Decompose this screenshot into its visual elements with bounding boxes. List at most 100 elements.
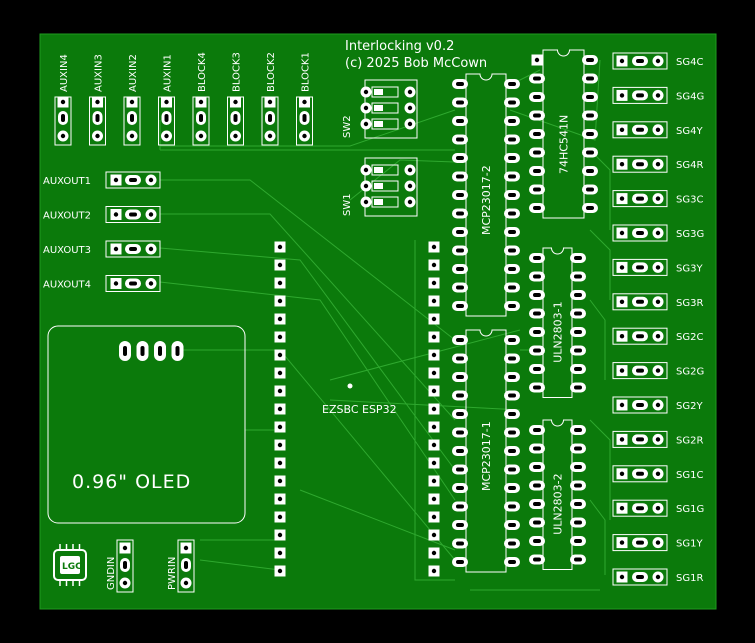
pin-right-hole bbox=[508, 156, 516, 160]
switch-slot bbox=[371, 196, 399, 208]
oled-pin-hole bbox=[158, 346, 162, 356]
pad-1-hole bbox=[60, 99, 66, 105]
switch-slot bbox=[371, 102, 399, 114]
connector-outline bbox=[612, 396, 668, 414]
pin-right-hole bbox=[508, 375, 516, 379]
pin-right-hole bbox=[586, 95, 594, 99]
pin-left-hole bbox=[533, 311, 541, 316]
connector-block2: BLOCK2 bbox=[261, 52, 279, 146]
pad-1-hole bbox=[619, 574, 625, 580]
chip-74hc541n: 74HC541N bbox=[529, 49, 598, 219]
pad-2-hole bbox=[636, 127, 644, 132]
connector-outline bbox=[116, 539, 134, 593]
pin-right-hole bbox=[574, 446, 582, 451]
chip-outline bbox=[465, 329, 507, 573]
pin-right-hole bbox=[508, 486, 516, 490]
logo-text: LGC bbox=[62, 562, 82, 572]
chip-outline bbox=[465, 73, 507, 317]
pin-right-hole bbox=[508, 356, 516, 361]
connector-label: SG2R bbox=[676, 435, 703, 446]
pad-2-hole bbox=[636, 265, 644, 270]
oled-outline bbox=[47, 325, 246, 524]
connector-outline bbox=[105, 206, 161, 223]
trace-15 bbox=[589, 419, 611, 520]
mcu-pin-right-hole bbox=[431, 460, 437, 466]
pad-3-hole bbox=[655, 58, 661, 64]
connector-label: BLOCK1 bbox=[301, 52, 312, 92]
pin-1-hole bbox=[534, 57, 540, 63]
pad-3-hole bbox=[95, 133, 100, 139]
mcu-pin-left-hole bbox=[277, 442, 283, 448]
pin-left-hole bbox=[533, 132, 541, 136]
connector-sg4r: SG4R bbox=[612, 155, 703, 173]
pad-2-hole bbox=[636, 368, 644, 373]
pin-right-hole bbox=[574, 557, 582, 562]
mcu-pin-left-hole bbox=[277, 532, 283, 538]
pad-3-hole bbox=[655, 334, 661, 339]
pin-left-hole bbox=[456, 486, 464, 490]
pad-1-hole bbox=[164, 99, 169, 105]
pad-1-hole bbox=[619, 127, 625, 132]
mcu-pin-right-hole bbox=[431, 496, 437, 502]
pin-right-hole bbox=[508, 504, 516, 509]
pin-right-hole bbox=[586, 150, 594, 155]
pad-3-hole bbox=[148, 212, 154, 217]
pin-left-hole bbox=[533, 385, 541, 390]
connector-auxout3: AUXOUT3 bbox=[43, 240, 161, 258]
trace-22 bbox=[414, 240, 455, 581]
trace-21 bbox=[199, 559, 281, 571]
connector-outline bbox=[612, 190, 668, 208]
pad-1-hole bbox=[619, 93, 625, 98]
connector-label: SG3Y bbox=[676, 263, 703, 274]
connector-label: SG1Y bbox=[676, 539, 703, 550]
connector-label: AUXOUT4 bbox=[43, 280, 91, 291]
board-copyright: (c) 2025 Bob McCown bbox=[345, 56, 487, 71]
pin-right-hole bbox=[508, 449, 516, 453]
pad-1-hole bbox=[619, 334, 625, 339]
pad-3-hole bbox=[148, 281, 154, 286]
connector-sg2g: SG2G bbox=[612, 362, 704, 380]
trace-3 bbox=[160, 179, 456, 341]
pin-right-hole bbox=[508, 523, 516, 527]
pin-right-hole bbox=[508, 304, 516, 308]
connector-sg1g: SG1G bbox=[612, 499, 704, 517]
connector-block1: BLOCK1 bbox=[296, 52, 313, 146]
pad-1-hole bbox=[619, 402, 625, 408]
connector-outline bbox=[612, 327, 668, 345]
connector-auxin2: AUXIN2 bbox=[123, 54, 141, 146]
chip-mcp23017-2: MCP23017-2 bbox=[452, 73, 520, 317]
connector-label: SG2G bbox=[676, 367, 704, 378]
mcu-pin-right-hole bbox=[431, 298, 437, 304]
connector-sg4c: SG4C bbox=[612, 52, 703, 70]
mcu-mark bbox=[347, 383, 353, 389]
pin-right-hole bbox=[586, 132, 594, 136]
pin-left-hole bbox=[533, 539, 541, 543]
pad-1-hole bbox=[619, 368, 625, 373]
connector-label: AUXIN2 bbox=[128, 54, 139, 92]
mcu-pin-left-hole bbox=[277, 316, 283, 322]
pad-3-hole bbox=[267, 133, 273, 139]
pad-3-hole bbox=[655, 471, 661, 476]
pin-right-hole bbox=[574, 385, 582, 390]
pin-right-hole bbox=[508, 560, 516, 564]
connector-outline bbox=[105, 275, 161, 292]
pin-right-hole bbox=[574, 274, 582, 279]
pin-left-hole bbox=[456, 393, 464, 398]
pin-right-hole bbox=[574, 293, 582, 297]
connector-sg4g: SG4G bbox=[612, 86, 704, 104]
pad-3-hole bbox=[655, 127, 661, 132]
connector-auxin3: AUXIN3 bbox=[89, 54, 106, 146]
connector-outline bbox=[612, 293, 668, 311]
pin-right-hole bbox=[508, 174, 516, 179]
pad-2-hole bbox=[636, 299, 644, 304]
pad-2-hole bbox=[184, 561, 188, 569]
mcu-pin-left-hole bbox=[277, 460, 283, 466]
pin-left-hole bbox=[456, 338, 464, 342]
pad-1-hole bbox=[183, 545, 189, 551]
pad-right-hole bbox=[407, 183, 413, 189]
pin-right-hole bbox=[586, 113, 594, 118]
pin-left-hole bbox=[456, 356, 464, 361]
pin-right-hole bbox=[508, 100, 516, 105]
connector-outline bbox=[612, 568, 668, 586]
pin-left-hole bbox=[456, 504, 464, 509]
